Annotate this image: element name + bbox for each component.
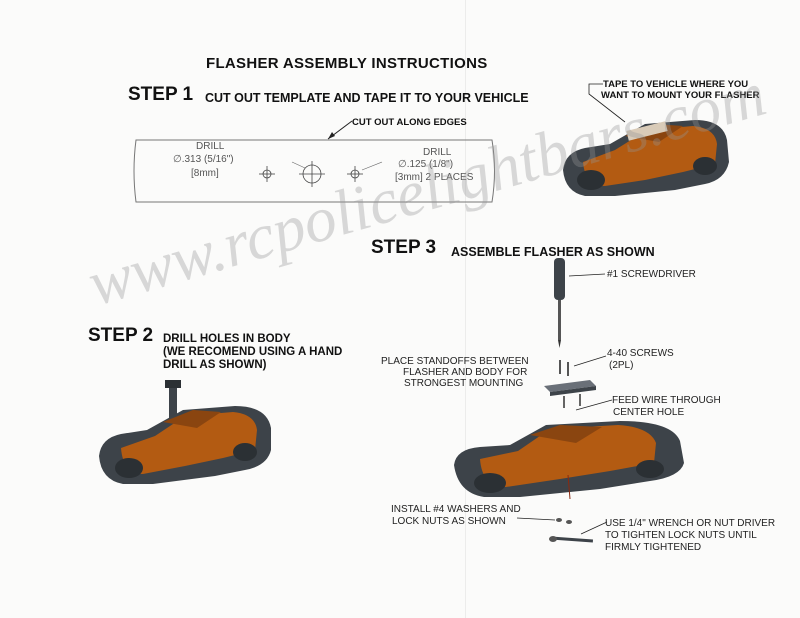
drill-left-size: ∅.313 (5/16") — [173, 154, 234, 165]
standoffs-note-line1: PLACE STANDOFFS BETWEEN — [381, 356, 529, 367]
standoffs-note-line2: FLASHER AND BODY FOR — [403, 367, 528, 378]
step2-line1: DRILL HOLES IN BODY — [163, 333, 291, 345]
step3-label: STEP 3 — [371, 237, 437, 258]
truck-body-template-illustration — [563, 120, 729, 196]
screwdriver-icon — [554, 258, 565, 348]
drill-left-mm: [8mm] — [191, 168, 219, 179]
step3-instruction: ASSEMBLE FLASHER AS SHOWN — [451, 245, 655, 259]
page-fold — [465, 0, 466, 618]
drill-hole-small-left — [259, 166, 275, 182]
wrench-note-line1: USE 1/4" WRENCH OR NUT DRIVER — [605, 518, 776, 529]
truck-body-assembly-illustration — [454, 421, 684, 500]
drill-right-mm: [3mm] 2 PLACES — [395, 172, 474, 183]
washers-note-line1: INSTALL #4 WASHERS AND — [391, 504, 521, 515]
cut-note: CUT OUT ALONG EDGES — [352, 117, 467, 128]
tape-note-line2: WANT TO MOUNT YOUR FLASHER — [601, 90, 760, 101]
truck-body-drilling-illustration — [99, 380, 271, 484]
screwdriver-leader — [568, 273, 606, 277]
screw-icon — [559, 360, 569, 376]
tape-arrow — [588, 83, 626, 123]
washers-note-line2: LOCK NUTS AS SHOWN — [392, 516, 506, 527]
screws-leader — [573, 355, 607, 367]
drill-right-label: DRILL — [423, 147, 452, 158]
flasher-unit-icon — [544, 380, 596, 408]
screws-note-line2: (2PL) — [609, 360, 634, 371]
wire-note-line2: CENTER HOLE — [613, 407, 685, 418]
tape-note-line1: TAPE TO VEHICLE WHERE YOU — [603, 79, 749, 90]
screws-note-line1: 4-40 SCREWS — [607, 348, 674, 359]
step2-line3: DRILL AS SHOWN) — [163, 359, 267, 371]
wire-leader — [575, 399, 613, 411]
template-diagram — [133, 139, 495, 203]
wrench-note-line2: TO TIGHTEN LOCK NUTS UNTIL — [605, 530, 757, 541]
page-title: FLASHER ASSEMBLY INSTRUCTIONS — [206, 55, 488, 72]
drill-right-size: ∅.125 (1/8") — [398, 159, 454, 170]
step2-label: STEP 2 — [88, 325, 154, 346]
drill-hole-small-right — [347, 166, 363, 182]
screwdriver-note: #1 SCREWDRIVER — [607, 269, 696, 280]
cut-arrow — [327, 120, 353, 140]
step1-instruction: CUT OUT TEMPLATE AND TAPE IT TO YOUR VEH… — [205, 91, 529, 105]
washer-nut-icon — [516, 517, 572, 524]
wrench-icon — [549, 521, 608, 543]
step1-label: STEP 1 — [128, 84, 194, 105]
drill-hole-large-center — [299, 161, 325, 187]
wire-note-line1: FEED WIRE THROUGH — [612, 395, 721, 406]
standoffs-note-line3: STRONGEST MOUNTING — [404, 378, 524, 389]
step2-line2: (WE RECOMEND USING A HAND — [163, 346, 343, 358]
drill-left-label: DRILL — [196, 141, 225, 152]
wrench-note-line3: FIRMLY TIGHTENED — [605, 542, 702, 553]
